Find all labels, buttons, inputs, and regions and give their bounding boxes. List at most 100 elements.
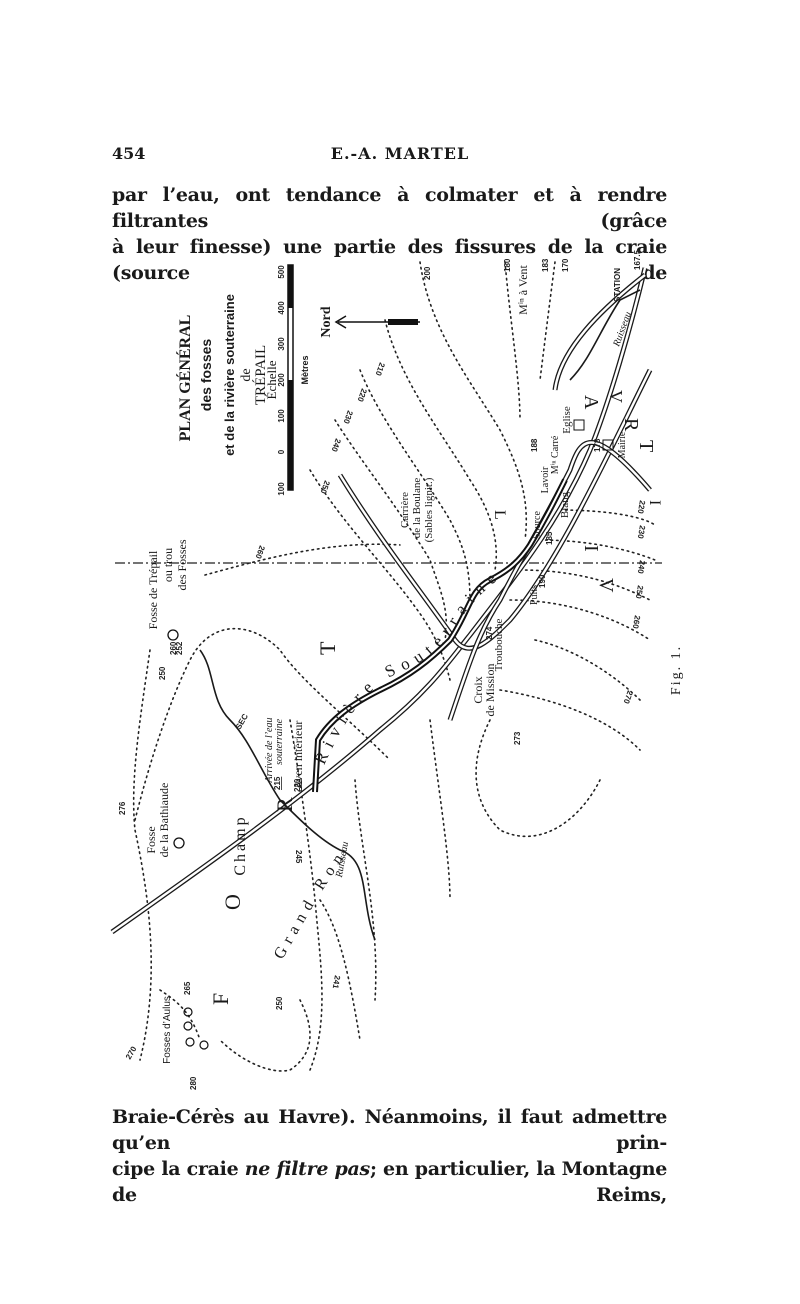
letter: R <box>272 797 297 812</box>
scale-unit: Mètres <box>300 355 310 384</box>
big-letters: T R O F T R V I A V I L <box>208 390 663 1005</box>
paragraph-bottom: Braie-Cérès au Havre). Néanmoins, il fau… <box>112 1104 667 1208</box>
letter: F <box>208 993 233 1005</box>
map-title-block: PLAN GÉNÉRAL des fosses et de la rivière… <box>175 294 279 456</box>
north-label: Nord <box>319 306 334 337</box>
text-line: à leur finesse) une partie des fissures … <box>112 236 667 284</box>
map-subtitle: et de la rivière souterraine <box>222 294 237 456</box>
text-line: par l’eau, ont tendance à colmater et à … <box>112 184 667 232</box>
contour-value: 250 <box>634 585 645 600</box>
letter: V <box>606 390 626 403</box>
altitude: 215 <box>273 776 282 790</box>
place-label: 265 <box>183 981 192 995</box>
underground-river <box>312 478 568 793</box>
contour-values: 180 200 170 210 220 230 240 250 260 252 … <box>118 258 647 1090</box>
scale-tick: 200 <box>277 373 286 387</box>
text-segment: cipe la craie <box>112 1158 245 1180</box>
field-label: Champ <box>232 814 249 875</box>
contour-value: 241 <box>331 975 342 990</box>
contour-value: 240 <box>636 560 647 575</box>
place-label: Source <box>532 511 543 539</box>
running-title: E.-A. MARTEL <box>330 144 470 163</box>
sinkhole-marker <box>183 1021 193 1031</box>
place-label: de Mission <box>483 663 497 716</box>
altitude: 220 <box>293 778 302 792</box>
place-label: Carrière <box>399 492 411 528</box>
text-segment: ; en particulier, la Montagne de Reims, <box>112 1158 667 1206</box>
altitude: 178 <box>593 438 602 452</box>
letter: O <box>220 894 245 910</box>
scale-tick: 0 <box>277 449 286 454</box>
place-label: souterraine <box>274 718 285 765</box>
place-label: Fosses d’Aulus <box>162 996 173 1064</box>
scale-tick: 400 <box>277 301 286 315</box>
altitude: 190 <box>538 574 547 588</box>
place-label: Croix <box>471 676 485 703</box>
contour-value: 280 <box>189 1076 198 1090</box>
text-line: Braie-Cérès au Havre). Néanmoins, il fau… <box>112 1106 667 1154</box>
scale-tick: 300 <box>277 337 286 351</box>
place-label: Fosse <box>144 826 158 853</box>
contour-value: 170 <box>561 258 570 272</box>
place-label: Lavoir <box>540 466 551 493</box>
place-label: Aven intérieur <box>291 721 305 790</box>
place-label: Puits <box>529 585 540 605</box>
place-label: Mⁱⁿ Carré <box>550 435 561 474</box>
contour-value: 260 <box>169 641 178 655</box>
italic-text: ne filtre pas <box>244 1158 370 1180</box>
contour-value: 270 <box>621 689 634 705</box>
river-label: Rivière Souterraine <box>310 564 498 767</box>
contour-value: 250 <box>158 666 167 680</box>
townhall-icon <box>602 439 614 451</box>
altitude: 185 <box>545 531 554 545</box>
contour-value: 200 <box>423 266 432 280</box>
altitude: 183 <box>541 258 550 272</box>
scale-tick: 100 <box>277 409 286 423</box>
altitude: 273 <box>513 731 522 745</box>
scale-bar: 100 0 100 200 300 400 500 Mètres <box>277 264 310 496</box>
place-label: STATION <box>613 268 622 302</box>
stream-ruisseau <box>569 289 641 381</box>
sinkhole-marker <box>199 1040 209 1050</box>
place-label: Troubouche <box>493 619 505 672</box>
place-label: Arrivée de l’eau <box>264 718 275 784</box>
place-label: Fosse de Trépail <box>146 550 160 629</box>
contour-value: 230 <box>636 525 647 540</box>
sinkhole-marker <box>173 837 185 849</box>
letter: T <box>315 641 340 655</box>
contour-value: 270 <box>124 1044 139 1061</box>
sinkhole-marker <box>167 629 179 641</box>
letter: A <box>580 395 602 410</box>
page-number: 454 <box>112 144 146 163</box>
text-line: cipe la craie ne filtre pas; en particul… <box>112 1156 667 1208</box>
scale-tick: 100 <box>277 482 286 496</box>
contour-value: 252 <box>175 641 184 655</box>
place-label: SEC <box>234 712 250 731</box>
place-label: des Fosses <box>175 539 189 590</box>
north-arrow: Nord <box>319 306 420 338</box>
contour-lines <box>132 261 656 1072</box>
contour-value: 276 <box>118 801 127 815</box>
river-label-group: Rivière Souterraine <box>310 564 505 767</box>
place-label: Mⁱⁿ à Vent <box>516 264 530 314</box>
map-subtitle: des fosses <box>198 339 214 412</box>
contour-value: 230 <box>341 409 354 425</box>
place-label: de la Bathiaude <box>157 783 171 858</box>
sinkhole-marker <box>185 1037 195 1047</box>
place-labels: Fosse de Trépail ou trou des Fosses Foss… <box>144 249 642 1063</box>
figure-caption: Fig. 1. <box>669 645 684 695</box>
letter: I <box>646 500 663 505</box>
contour-value: 210 <box>373 361 386 377</box>
contour-value: 260 <box>631 615 642 630</box>
altitude: 188 <box>530 438 539 452</box>
contour-value: 250 <box>318 479 331 495</box>
scale-tick: 500 <box>277 265 286 279</box>
place-label: Eglise <box>561 406 573 434</box>
letter: T <box>635 440 657 452</box>
contour-value: 260 <box>253 544 266 560</box>
letter: R <box>620 418 642 432</box>
paragraph-top: par l’eau, ont tendance à colmater et à … <box>112 182 667 286</box>
contour-value: 240 <box>329 437 342 453</box>
place-label: ou trou <box>161 548 175 582</box>
